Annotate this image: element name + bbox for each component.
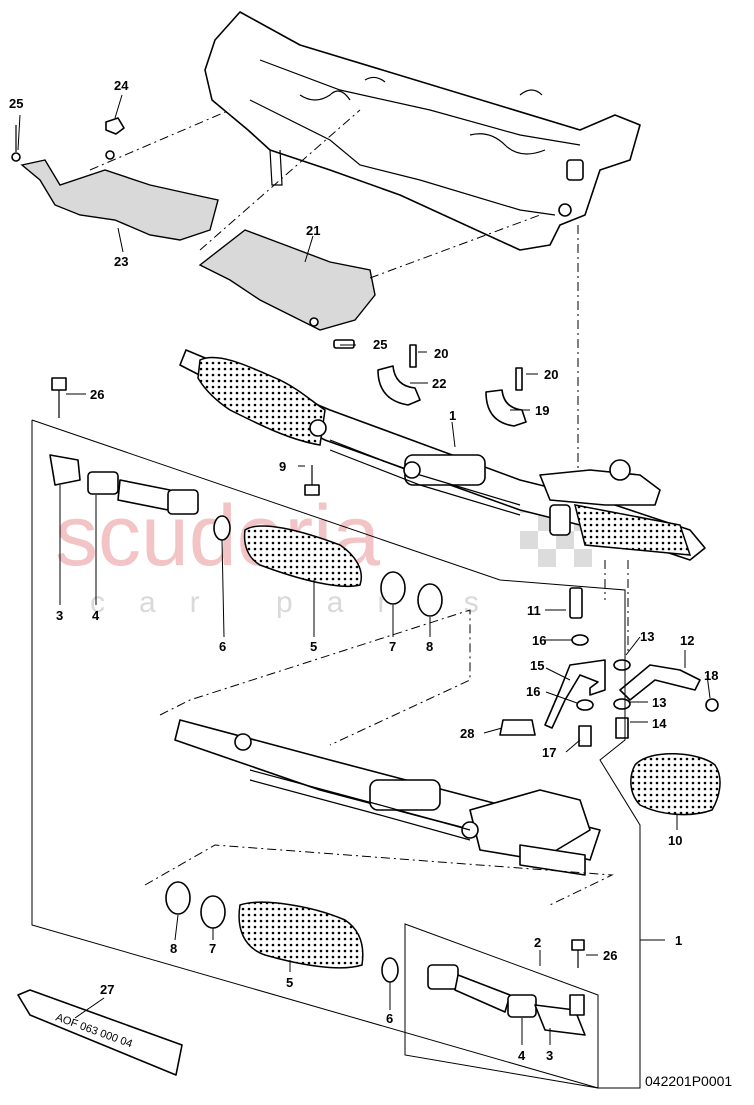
label-19: 19: [535, 403, 549, 418]
label-5b: 5: [286, 975, 293, 990]
drawing-code: 042201P0001: [645, 1073, 732, 1089]
label-27: 27: [100, 982, 114, 997]
clamp-ring-6a: [213, 515, 231, 541]
label-7b: 7: [209, 941, 216, 956]
label-2: 2: [534, 935, 541, 950]
label-5a: 5: [310, 639, 317, 654]
subframe-crossmember: [204, 11, 641, 251]
label-20b: 20: [544, 367, 558, 382]
label-6a: 6: [219, 639, 226, 654]
leader-lines: [17, 94, 711, 1045]
label-18: 18: [704, 668, 718, 683]
label-13b: 13: [652, 695, 666, 710]
watermark-sub: car parts: [90, 586, 513, 619]
label-25b: 25: [373, 337, 387, 352]
label-7a: 7: [389, 639, 396, 654]
label-22: 22: [432, 376, 446, 391]
screw-small-b: [333, 339, 355, 349]
label-10: 10: [668, 833, 682, 848]
seal-ring-8a: [417, 583, 443, 617]
bolt-9: [304, 465, 320, 496]
label-24: 24: [114, 78, 129, 93]
label-6b: 6: [386, 1011, 393, 1026]
grease-tube: AOF 063 000 04: [17, 989, 183, 1076]
label-20a: 20: [434, 346, 448, 361]
steering-rack-upper: [179, 349, 706, 561]
clamp-ring-7a: [380, 571, 406, 605]
bellows-boot-lower: [238, 901, 364, 969]
bellows-boot-10: [630, 753, 721, 816]
label-4b: 4: [518, 1048, 526, 1063]
mounting-clamp-b: [485, 367, 527, 427]
label-14: 14: [652, 716, 667, 731]
label-16b: 16: [526, 684, 540, 699]
label-8a: 8: [426, 639, 433, 654]
clamp-ring-7b: [200, 895, 226, 929]
screw-small-a: [11, 125, 21, 162]
label-26b: 26: [603, 948, 617, 963]
label-12: 12: [680, 633, 694, 648]
label-3a: 3: [56, 608, 63, 623]
label-15: 15: [530, 658, 544, 673]
label-3b: 3: [546, 1048, 553, 1063]
bolt-26-upper: [51, 377, 67, 418]
label-23: 23: [114, 254, 128, 269]
label-11: 11: [527, 603, 541, 618]
label-21: 21: [306, 223, 320, 238]
label-4a: 4: [92, 608, 100, 623]
label-25a: 25: [9, 96, 23, 111]
clamp-ring-6b: [381, 957, 399, 983]
pressure-lines: [544, 659, 701, 729]
bellows-boot-left: [243, 525, 362, 588]
label-26a: 26: [90, 387, 104, 402]
heat-shield-left: [20, 150, 219, 241]
label-1b: 1: [675, 933, 682, 948]
tie-rod-right: [427, 939, 586, 1036]
assembly-frame: [31, 419, 665, 1089]
seal-ring-8b: [165, 881, 191, 915]
heat-shield-right: [198, 229, 376, 331]
mounting-clamp-a: [377, 344, 421, 406]
label-17: 17: [542, 745, 556, 760]
label-1a: 1: [449, 408, 456, 423]
label-16a: 16: [532, 633, 546, 648]
label-13a: 13: [640, 629, 654, 644]
steering-rack-lower: [174, 719, 601, 876]
clip-nut: [105, 117, 125, 135]
assembly-dash-lines: [89, 109, 629, 906]
tie-rod-left: [49, 454, 199, 515]
label-28: 28: [460, 726, 474, 741]
label-8b: 8: [170, 941, 177, 956]
label-9: 9: [279, 459, 286, 474]
